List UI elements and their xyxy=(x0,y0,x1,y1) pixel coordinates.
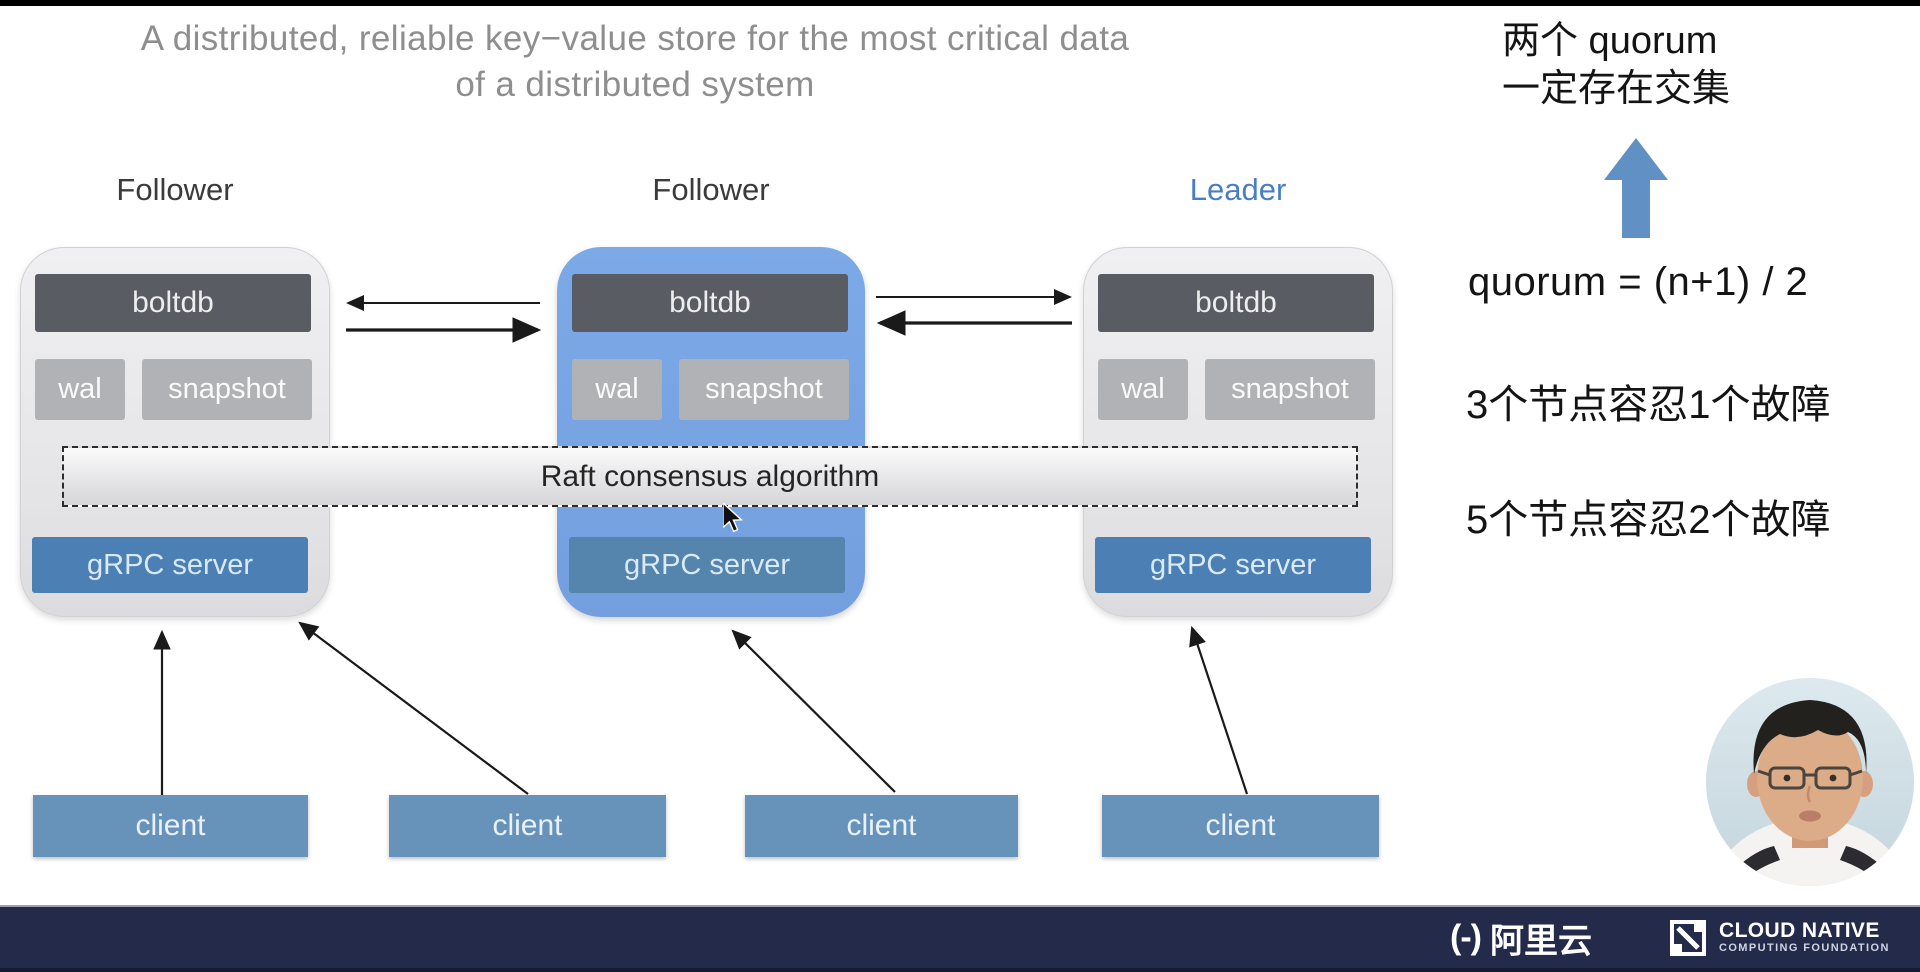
avatar-mouth xyxy=(1799,810,1821,822)
arrow-client2-to-node1 xyxy=(298,621,529,795)
node2-grpc-bar: gRPC server xyxy=(569,537,845,593)
client-box-2: client xyxy=(389,795,666,857)
presenter-webcam-avatar xyxy=(1706,678,1914,886)
avatar-nose xyxy=(1806,785,1812,803)
raft-consensus-band: Raft consensus algorithm xyxy=(62,446,1358,507)
arrow-client4-to-node3 xyxy=(1189,625,1249,795)
node2-wal-chip: wal xyxy=(572,359,662,420)
cncf-logo: CLOUD NATIVE COMPUTING FOUNDATION xyxy=(1668,918,1890,958)
quorum-intersection-note: 两个 quorum 一定存在交集 xyxy=(1502,18,1802,114)
avatar-glasses xyxy=(1757,766,1863,790)
node1-wal-chip: wal xyxy=(35,359,125,420)
node2-snapshot-chip: snapshot xyxy=(679,359,849,420)
node2-role-label: Follower xyxy=(652,172,770,207)
avatar-hair xyxy=(1753,700,1867,774)
arrow-client3-to-node2 xyxy=(731,629,896,793)
node1-role-label: Follower xyxy=(116,172,234,207)
tolerance-5-nodes: 5个节点容忍2个故障 xyxy=(1466,498,1831,542)
quorum-note-line1: 两个 quorum xyxy=(1502,20,1718,62)
avatar-eye-left xyxy=(1783,774,1791,782)
footer-bar: (-) 阿里云 CLOUD NATIVE COMPUTING FOUNDATIO… xyxy=(0,905,1920,972)
alibaba-cloud-logo: (-) 阿里云 xyxy=(1450,913,1592,962)
client-box-3: client xyxy=(745,795,1018,857)
client-box-4: client xyxy=(1102,795,1379,857)
client-box-1: client xyxy=(33,795,308,857)
cncf-subtitle: COMPUTING FOUNDATION xyxy=(1719,941,1890,954)
mouse-cursor-icon xyxy=(723,503,744,533)
quorum-formula: quorum = (n+1) / 2 xyxy=(1468,260,1809,304)
node2-boltdb-bar: boltdb xyxy=(572,274,848,332)
alibaba-cloud-mark-icon: (-) xyxy=(1450,918,1482,956)
slide-title-line2: of a distributed system xyxy=(455,65,815,105)
alibaba-cloud-name: 阿里云 xyxy=(1489,922,1592,960)
node3-wal-chip: wal xyxy=(1098,359,1188,420)
node3-grpc-bar: gRPC server xyxy=(1095,537,1371,593)
node1-snapshot-chip: snapshot xyxy=(142,359,312,420)
follower-node-2: boltdb wal snapshot gRPC server xyxy=(557,247,865,617)
slide-title: A distributed, reliable key−value store … xyxy=(30,16,1240,108)
tolerance-3-nodes: 3个节点容忍1个故障 xyxy=(1466,383,1831,427)
up-arrow-icon xyxy=(1604,138,1668,238)
cncf-mark-icon xyxy=(1670,919,1706,956)
avatar-eye-right xyxy=(1829,774,1837,782)
node1-grpc-bar: gRPC server xyxy=(32,537,308,593)
top-letterbox-strip xyxy=(0,0,1920,6)
node3-role-label: Leader xyxy=(1189,172,1287,207)
slide-title-line1: A distributed, reliable key−value store … xyxy=(140,19,1130,58)
leader-node: boltdb wal snapshot gRPC server xyxy=(1083,247,1393,617)
quorum-note-line2: 一定存在交集 xyxy=(1502,67,1731,110)
node3-boltdb-bar: boltdb xyxy=(1098,274,1374,332)
raft-band-label: Raft consensus algorithm xyxy=(540,459,880,493)
avatar-face xyxy=(1757,715,1863,841)
node1-boltdb-bar: boltdb xyxy=(35,274,311,332)
cncf-name: CLOUD NATIVE xyxy=(1719,918,1880,942)
follower-node-1: boltdb wal snapshot gRPC server xyxy=(20,247,330,617)
node3-snapshot-chip: snapshot xyxy=(1205,359,1375,420)
